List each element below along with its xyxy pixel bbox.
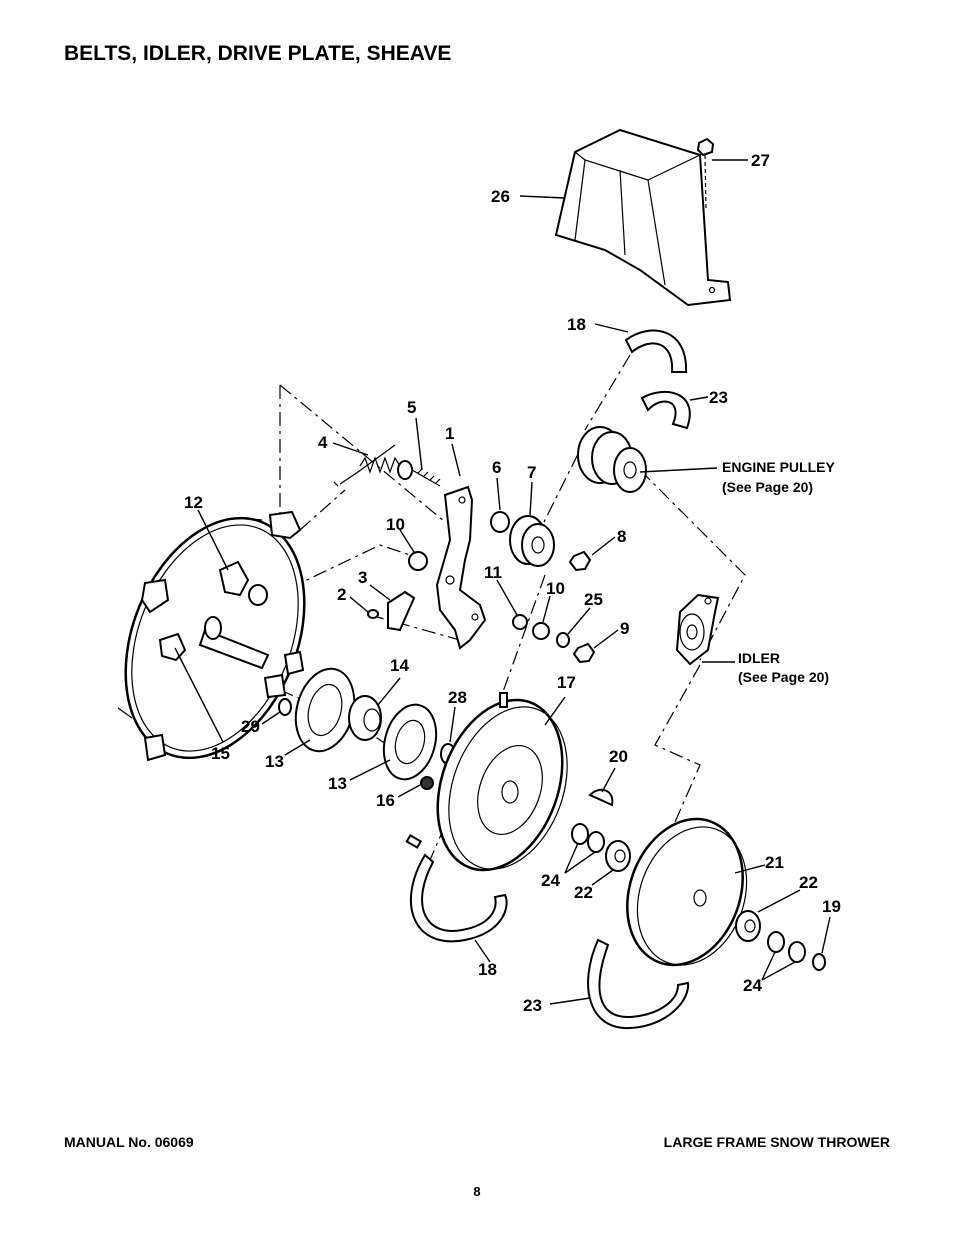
diagram-notes: ENGINE PULLEY (See Page 20) IDLER (See P… (722, 459, 835, 685)
callout-5: 5 (407, 398, 416, 417)
washer-24d-part (788, 941, 806, 963)
callout-25: 25 (584, 590, 603, 609)
callout-27: 27 (751, 151, 770, 170)
lockwasher-25-part (556, 632, 570, 648)
callout-2: 2 (337, 585, 346, 604)
callout-8: 8 (617, 527, 626, 546)
callout-28: 28 (448, 688, 467, 707)
bolt-12-part (218, 560, 250, 597)
engine-pulley-note: ENGINE PULLEY (722, 459, 835, 475)
callout-22: 22 (799, 873, 818, 892)
callout-29: 29 (241, 717, 260, 736)
idler-ref: (See Page 20) (738, 669, 829, 685)
callout-16: 16 (376, 791, 395, 810)
callout-3: 3 (358, 568, 367, 587)
washer-10a-part (408, 551, 428, 571)
idler-pulley-part (675, 593, 720, 666)
washer-6-part (490, 511, 510, 533)
bearing-22b-part (735, 910, 761, 942)
washer-24b-part (587, 831, 605, 853)
cover-bolt-part (696, 137, 715, 211)
callout-9: 9 (620, 619, 629, 638)
callout-26: 26 (491, 187, 510, 206)
callout-6: 6 (492, 458, 501, 477)
upper-drive-belt-part (624, 329, 688, 373)
engine-pulley-ref: (See Page 20) (722, 479, 813, 495)
set-screw-part (405, 834, 423, 849)
part-29 (278, 698, 292, 716)
callout-19: 19 (822, 897, 841, 916)
bracket-3-part (387, 590, 416, 632)
belt-cover-part (554, 128, 732, 307)
bearing-22a-part (605, 840, 631, 872)
auger-sheave-part (626, 817, 748, 967)
page-number: 8 (473, 1184, 481, 1199)
bearing-14-part (348, 695, 382, 741)
pin-2-part (367, 609, 379, 619)
callout-18: 18 (567, 315, 586, 334)
bolt-15-part (158, 632, 187, 662)
upper-auger-belt-part (640, 391, 691, 430)
callout-10: 10 (546, 579, 565, 598)
callout-1: 1 (445, 424, 454, 443)
nut-9-part (572, 642, 596, 664)
washer-24a-part (571, 823, 589, 845)
callout-7: 7 (527, 463, 536, 482)
key-20-part (588, 788, 614, 807)
idler-pulley-7-part (509, 515, 555, 567)
callout-24: 24 (743, 976, 762, 995)
callout-10: 10 (386, 515, 405, 534)
idler-note: IDLER (738, 650, 780, 666)
callout-11: 11 (484, 563, 502, 582)
spring-part (333, 444, 401, 487)
callout-23: 23 (523, 996, 542, 1015)
idler-bolt-part (397, 460, 441, 487)
callout-13: 13 (265, 752, 284, 771)
callout-14: 14 (390, 656, 409, 675)
callout-15: 15 (211, 744, 230, 763)
callout-4: 4 (318, 433, 328, 452)
callout-24: 24 (541, 871, 560, 890)
callout-22: 22 (574, 883, 593, 902)
clip-19-part (812, 953, 826, 971)
page-title: BELTS, IDLER, DRIVE PLATE, SHEAVE (64, 42, 452, 65)
callout-12: 12 (184, 493, 203, 512)
manual-number: MANUAL No. 06069 (64, 1134, 194, 1150)
callout-20: 20 (609, 747, 628, 766)
callout-23: 23 (709, 388, 728, 407)
bearing-flange-13b-part (382, 703, 438, 781)
callout-21: 21 (765, 853, 784, 872)
callout-17: 17 (557, 673, 576, 692)
product-name: LARGE FRAME SNOW THROWER (663, 1134, 890, 1150)
leader-lines (174, 159, 831, 1005)
washer-11-part (512, 614, 528, 630)
part-16 (420, 776, 434, 790)
washer-10b-part (532, 622, 550, 640)
washer-24c-part (767, 931, 785, 953)
lower-drive-belt-part (409, 853, 508, 943)
callout-13: 13 (328, 774, 347, 793)
lower-auger-belt-part (587, 938, 690, 1030)
nut-8-part (568, 550, 592, 572)
callout-18: 18 (478, 960, 497, 979)
callout-labels: 27 26 18 23 5 1 4 6 7 12 10 8 3 11 10 2 … (184, 151, 841, 1015)
engine-pulley-part (577, 426, 647, 493)
shaft-part (198, 584, 270, 670)
idler-arm-part (435, 485, 487, 650)
drive-sheave-part (436, 692, 568, 872)
